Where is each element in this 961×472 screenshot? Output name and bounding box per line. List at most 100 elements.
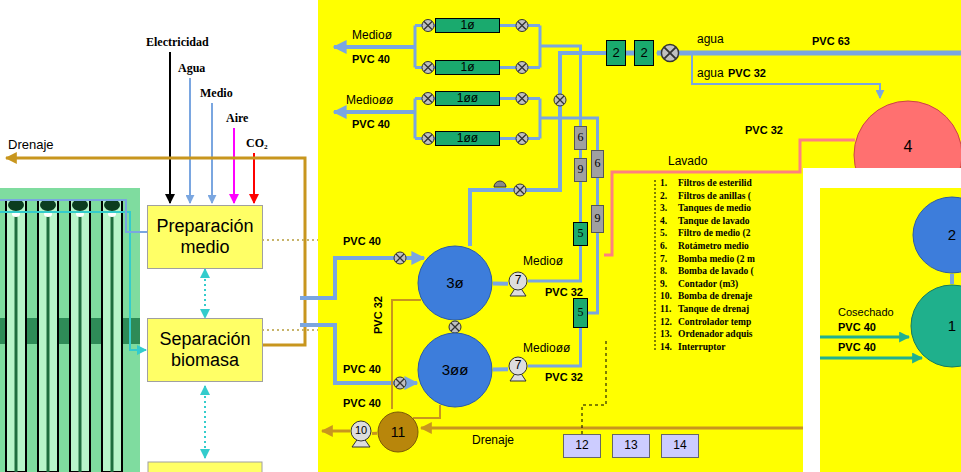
filter-box: 1øø: [435, 91, 500, 106]
node-text: 5: [578, 306, 584, 320]
inflow-pipe: [300, 325, 417, 383]
valve-symbol: [516, 62, 528, 74]
shape-outline: [853, 100, 961, 168]
node-text: 6: [595, 157, 601, 171]
valve-symbol: [394, 252, 406, 264]
drain-pipe: [413, 405, 440, 418]
valve-symbol: [516, 20, 528, 32]
pipe-label: PVC 40: [343, 397, 381, 409]
pipe-label: CO₂: [246, 137, 268, 150]
reactor-tube: [38, 200, 58, 472]
reactor-rod: [111, 216, 114, 472]
pipe-label: Medioøø: [346, 94, 393, 107]
pipe-label: Medioøø: [523, 342, 570, 355]
tank-outline: [418, 246, 492, 320]
key-text: Bomba de drenaje: [678, 291, 752, 301]
node-text: 14: [673, 439, 686, 453]
harvest-tank: 2: [912, 196, 961, 274]
medium-pipe: [334, 45, 415, 49]
filter-box: 1ø: [435, 60, 500, 75]
node-text: 2: [640, 46, 647, 61]
pipe-label: Lavado: [668, 155, 707, 168]
rotameter: 6: [591, 150, 604, 178]
control-box: 13: [612, 434, 650, 458]
pipe-label: PVC 32: [545, 371, 583, 383]
control-box: 12: [563, 434, 601, 458]
medium-pipe: [588, 233, 598, 313]
valve-symbol: [449, 321, 461, 333]
key-text: Bomba medio (2 m: [678, 254, 755, 264]
pipe-label: Drenaje: [472, 434, 514, 447]
valve-symbol: [516, 133, 528, 145]
reactor-tube: [102, 200, 122, 472]
pipe-label: PVC 40: [343, 235, 381, 247]
wash-tank: 4: [853, 100, 961, 168]
control-wire: [582, 340, 606, 434]
pipe-connector: [372, 432, 377, 435]
tank-outline: [911, 285, 961, 367]
pipe-label: PVC 32: [745, 124, 783, 136]
node-text: 1øø: [457, 132, 478, 146]
wash-pipe: [604, 140, 855, 255]
drain-pipe: [392, 300, 421, 409]
key-text: Tanque de lavado: [678, 216, 749, 226]
valve-symbol: [554, 94, 566, 106]
tank-outline: [913, 197, 961, 273]
node-text: 6: [578, 131, 584, 145]
pipe-label: PVC 40: [838, 341, 876, 353]
drain-tank: 11: [377, 411, 419, 453]
drain-pipe: [322, 430, 350, 433]
ring-filter: 2: [606, 40, 626, 66]
node-text: 10: [355, 424, 367, 437]
pump-symbol: 10: [350, 420, 372, 448]
node-text: 3ø: [446, 274, 464, 291]
pipe-connector: [596, 178, 599, 205]
drain-pipe: [421, 427, 803, 430]
node-text: 2: [948, 226, 956, 243]
tank-outline: [418, 333, 492, 407]
valve-symbol: [422, 133, 434, 145]
valve-symbol: [422, 62, 434, 74]
dotted-arrow: [204, 386, 206, 458]
pipe-label: PVC 40: [343, 363, 381, 375]
pipe-label: Medio: [200, 87, 233, 100]
water-pipe: [657, 51, 961, 56]
reactor-rod: [15, 216, 18, 472]
supply-lines: [0, 52, 318, 458]
electric-line: [169, 52, 171, 203]
key-text: Filtros de esterilid: [678, 178, 752, 188]
medium-filter: 5: [573, 222, 588, 246]
pump-symbol: 7: [508, 356, 528, 382]
pipe-connector: [579, 182, 582, 222]
node-text: 1ø: [460, 61, 474, 75]
pipe-connector: [493, 282, 508, 286]
key-text: 12.: [660, 317, 672, 327]
pipe-label: PVC 32: [545, 286, 583, 298]
pipe-label: Medioø: [352, 29, 392, 42]
node-text: Preparación medio: [151, 216, 259, 257]
pipe-connector: [493, 367, 508, 371]
node-text: 1øø: [457, 92, 478, 106]
rotameter: 6: [574, 126, 587, 150]
key-text: Contador (m3): [678, 279, 738, 289]
pump-symbol: 7: [508, 271, 528, 297]
pipe-label: PVC 40: [838, 321, 876, 333]
pipe-label: PVC 32: [372, 296, 384, 334]
node-text: 12: [575, 439, 588, 453]
valve-symbol: [394, 377, 406, 389]
harvest-pipe: [820, 336, 909, 339]
key-text: 5.: [660, 228, 667, 238]
dotted-link: [262, 239, 318, 241]
key-text: 11.: [660, 304, 671, 314]
valve-symbol: [514, 184, 526, 196]
pump-body: [509, 272, 527, 290]
gauge-symbol: [494, 181, 506, 187]
key-text: 14.: [660, 342, 672, 352]
pump-body: [351, 421, 371, 441]
key-text: Tanque de drenaj: [678, 304, 749, 314]
medium-feed-line: [0, 200, 148, 232]
node-text: Separación biomasa: [151, 329, 259, 370]
node-text: 9: [595, 212, 601, 226]
key-text: Bomba de lavado (: [678, 266, 754, 276]
collector-pipe: [415, 26, 540, 139]
